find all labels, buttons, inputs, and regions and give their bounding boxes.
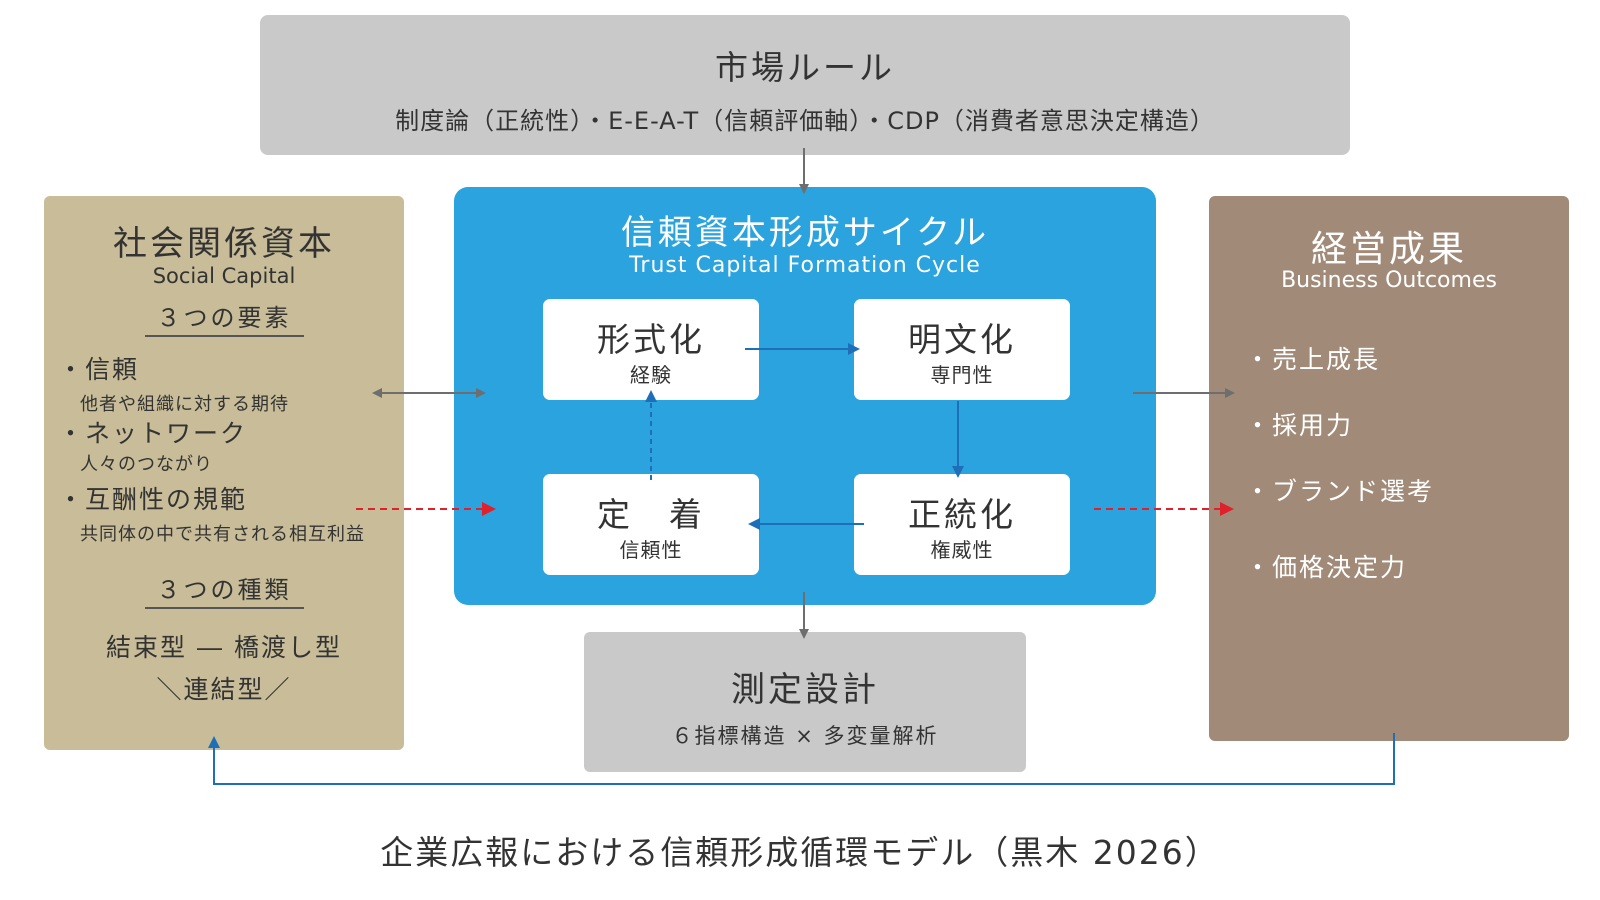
node-legitimation-subtitle: 権威性 bbox=[930, 538, 994, 562]
element-trust-note: 他者や組織に対する期待 bbox=[80, 394, 289, 415]
node-formalization-title: 形式化 bbox=[597, 320, 705, 359]
node-formalization-subtitle: 経験 bbox=[630, 363, 672, 387]
outcomes-title-en: Business Outcomes bbox=[1281, 268, 1497, 293]
outcome-pricing-power: ・価格決定力 bbox=[1245, 553, 1408, 582]
cycle-title-en: Trust Capital Formation Cycle bbox=[629, 253, 981, 278]
types-line-2: ＼連結型／ bbox=[156, 675, 292, 704]
cycle-title: 信頼資本形成サイクル bbox=[620, 213, 990, 253]
node-articulation-subtitle: 専門性 bbox=[930, 363, 994, 387]
measurement-design-box: 測定設計 ６指標構造 × 多変量解析 bbox=[584, 632, 1026, 772]
node-legitimation-title: 正統化 bbox=[908, 495, 1016, 534]
element-reciprocity: ・互酬性の規範 bbox=[58, 485, 248, 514]
element-reciprocity-note: 共同体の中で共有される相互利益 bbox=[80, 524, 365, 545]
business-outcomes-box: 経営成果 Business Outcomes ・売上成長 ・採用力 ・ブランド選… bbox=[1209, 196, 1569, 741]
outcome-recruiting: ・採用力 bbox=[1245, 411, 1354, 440]
types-heading: ３つの種類 bbox=[44, 570, 404, 609]
node-settlement-title: 定 着 bbox=[597, 495, 705, 534]
node-settlement: 定 着 信頼性 bbox=[543, 474, 759, 575]
social-capital-title-en: Social Capital bbox=[152, 264, 296, 288]
social-capital-box: 社会関係資本 Social Capital ３つの要素 ・信頼 他者や組織に対す… bbox=[44, 196, 404, 750]
node-settlement-subtitle: 信頼性 bbox=[619, 538, 683, 562]
outcomes-title: 経営成果 bbox=[1310, 229, 1467, 270]
market-rules-subtitle: 制度論（正統性）・E-E-A-T（信頼評価軸）・CDP（消費者意思決定構造） bbox=[395, 107, 1215, 135]
social-capital-title: 社会関係資本 bbox=[113, 224, 335, 264]
node-articulation: 明文化 専門性 bbox=[854, 299, 1070, 400]
measurement-title: 測定設計 bbox=[731, 670, 879, 710]
measurement-subtitle: ６指標構造 × 多変量解析 bbox=[671, 724, 939, 748]
node-legitimation: 正統化 権威性 bbox=[854, 474, 1070, 575]
outcome-brand-preference: ・ブランド選考 bbox=[1245, 477, 1435, 506]
types-line-1: 結束型 ― 橋渡し型 bbox=[106, 633, 342, 662]
trust-capital-cycle-box: 信頼資本形成サイクル Trust Capital Formation Cycle… bbox=[454, 187, 1156, 605]
outcome-sales-growth: ・売上成長 bbox=[1245, 345, 1381, 374]
market-rules-title: 市場ルール bbox=[715, 48, 895, 87]
node-formalization: 形式化 経験 bbox=[543, 299, 759, 400]
market-rules-box: 市場ルール 制度論（正統性）・E-E-A-T（信頼評価軸）・CDP（消費者意思決… bbox=[260, 15, 1350, 155]
element-network: ・ネットワーク bbox=[58, 419, 248, 448]
elements-heading: ３つの要素 bbox=[44, 298, 404, 337]
figure-caption: 企業広報における信頼形成循環モデル（黒木 2026） bbox=[380, 833, 1220, 872]
node-articulation-title: 明文化 bbox=[908, 320, 1016, 359]
element-network-note: 人々のつながり bbox=[80, 454, 213, 475]
element-trust: ・信頼 bbox=[58, 355, 140, 384]
arrow-feedback-loop bbox=[208, 733, 1395, 785]
